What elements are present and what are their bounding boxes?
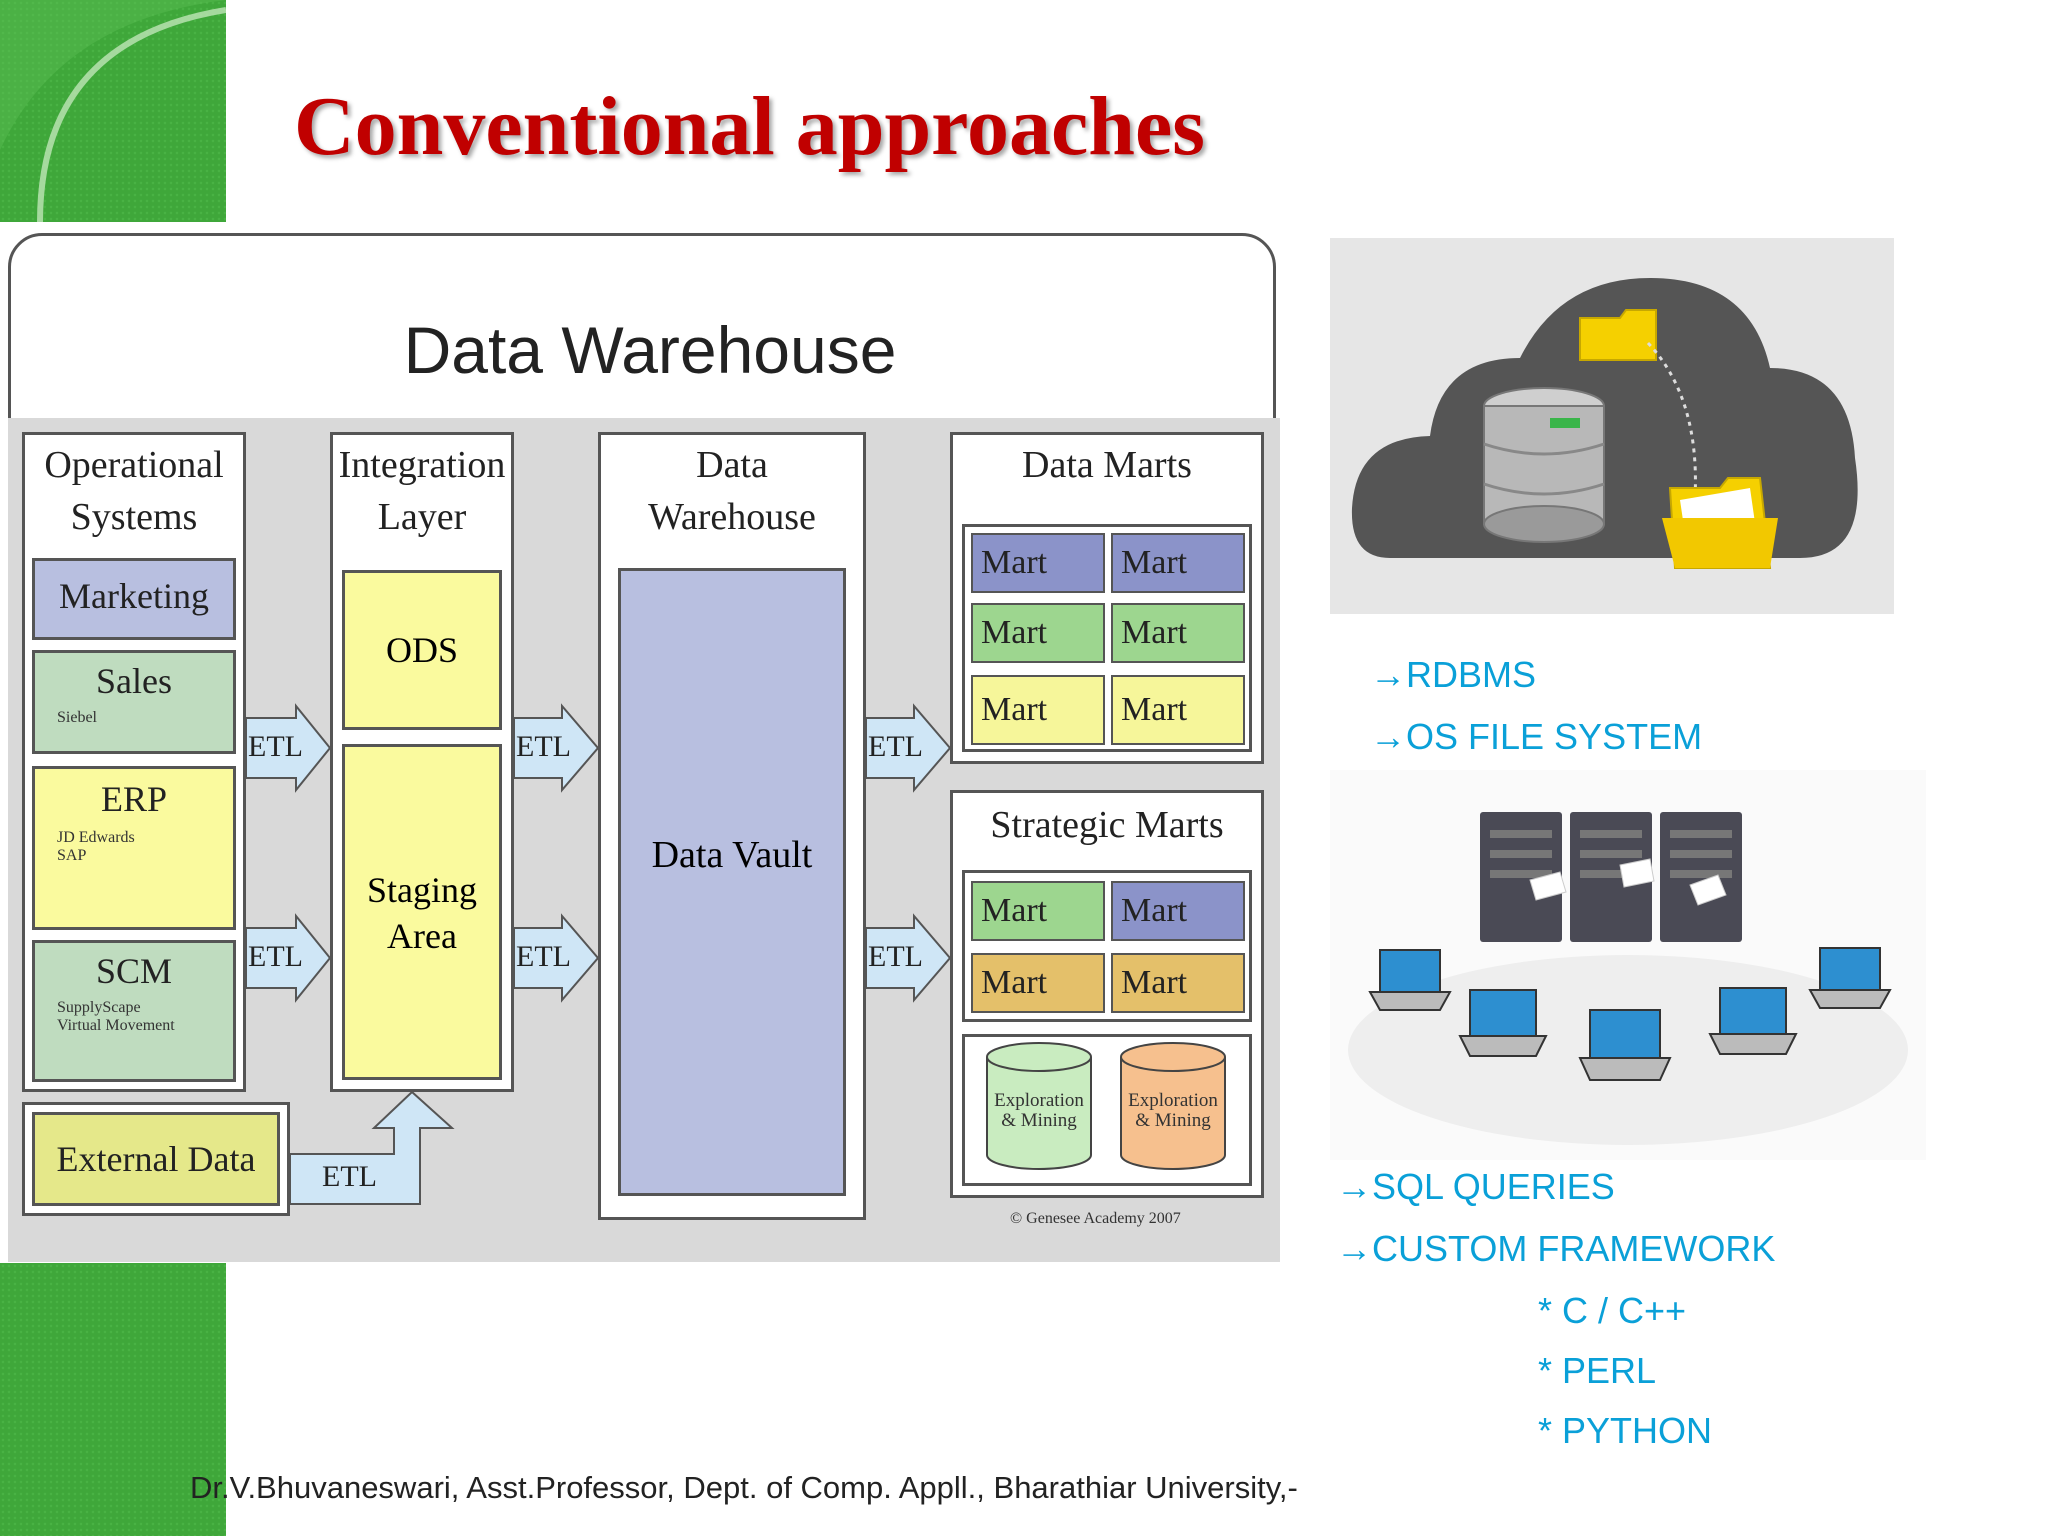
server-network-icon [1330, 770, 1926, 1160]
source-erp-label: ERP [100, 779, 168, 819]
exploration-mining-area: Exploration & Mining Exploration & Minin… [962, 1034, 1252, 1186]
mart-box: Mart [1111, 675, 1245, 745]
source-erp: ERP JD Edwards SAP [32, 766, 236, 930]
etl-arrow [865, 703, 952, 793]
etl-arrow [245, 703, 332, 793]
etl-arrow [513, 913, 600, 1003]
mart-box: Mart [971, 953, 1105, 1013]
staging-area-label: Staging Area [366, 870, 477, 956]
diagram-title: Data Warehouse [403, 313, 897, 387]
mart-box: Mart [971, 533, 1105, 593]
external-data: External Data [32, 1112, 280, 1206]
mart-box: Mart [971, 603, 1105, 663]
exploration-label-1: Exploration & Mining [994, 1090, 1084, 1131]
etl-label: ETL [248, 940, 303, 973]
mart-box: Mart [1111, 881, 1245, 941]
mart-box: Mart [1111, 603, 1245, 663]
etl-label: ETL [868, 730, 923, 763]
note-custom-framework: →CUSTOM FRAMEWORK [1336, 1228, 1776, 1269]
server-network-graphic [1348, 812, 1908, 1145]
etl-arrows [245, 703, 952, 1205]
integration-layer-title: Integration Layer [338, 444, 506, 538]
cloud-database-graphic [1351, 278, 1858, 569]
strategic-marts-title: Strategic Marts [990, 804, 1224, 846]
slide-title: Conventional approaches [294, 80, 1205, 173]
exploration-label-2: Exploration & Mining [1128, 1090, 1218, 1131]
etl-label: ETL [516, 940, 571, 973]
copyright-note: © Genesee Academy 2007 [1010, 1210, 1181, 1227]
slide-footer: Dr.V.Bhuvaneswari, Asst.Professor, Dept.… [190, 1470, 1298, 1505]
swoosh-decoration [0, 0, 226, 222]
arrow-right-icon: → [1370, 654, 1406, 695]
green-corner-top [0, 0, 226, 222]
note-lang-perl: * PERL [1538, 1350, 1657, 1391]
etl-label: ETL [248, 730, 303, 763]
source-marketing: Marketing [32, 558, 236, 640]
data-warehouse-column-title: Data Warehouse [648, 444, 816, 538]
operational-systems-title: Operational Systems [44, 444, 224, 538]
etl-arrow [513, 703, 600, 793]
etl-arrow [865, 913, 952, 1003]
source-scm: SCM SupplyScape Virtual Movement [32, 940, 236, 1082]
external-data-label: External Data [56, 1139, 256, 1179]
note-lang-c: * C / C++ [1538, 1290, 1687, 1331]
etl-label: ETL [322, 1160, 377, 1193]
source-marketing-label: Marketing [59, 576, 209, 616]
strategic-marts-grid: Mart Mart Mart Mart [962, 870, 1252, 1022]
note-sql-queries: →SQL QUERIES [1336, 1166, 1615, 1207]
arrow-right-icon: → [1370, 716, 1406, 757]
data-marts-title: Data Marts [1022, 444, 1192, 486]
etl-arrow-up [289, 1090, 455, 1205]
mart-box: Mart [971, 675, 1105, 745]
green-corner-bottom [0, 1263, 226, 1536]
data-marts-grid: Mart Mart Mart Mart Mart Mart [962, 524, 1252, 752]
exploration-cylinder-green [986, 1042, 1092, 1170]
source-scm-sub: SupplyScape Virtual Movement [57, 999, 175, 1034]
arrow-right-icon: → [1336, 1228, 1372, 1269]
source-erp-sub: JD Edwards SAP [57, 829, 135, 864]
ods-label: ODS [385, 630, 459, 670]
arrow-right-icon: → [1336, 1166, 1372, 1207]
staging-area-box: Staging Area [342, 744, 502, 1080]
etl-arrow [245, 913, 332, 1003]
mart-box: Mart [971, 881, 1105, 941]
source-sales-sub: Siebel [57, 709, 97, 726]
source-sales: Sales Siebel [32, 650, 236, 754]
etl-label: ETL [868, 940, 923, 973]
data-vault-box: Data Vault [618, 568, 846, 1196]
exploration-cylinders [986, 1042, 1226, 1170]
note-rdbms: →RDBMS [1370, 654, 1537, 695]
data-vault-label: Data Vault [651, 834, 813, 876]
mart-box: Mart [1111, 533, 1245, 593]
exploration-cylinder-orange [1120, 1042, 1226, 1170]
etl-label: ETL [516, 730, 571, 763]
note-os-file-system: →OS FILE SYSTEM [1370, 716, 1703, 757]
source-sales-label: Sales [96, 661, 172, 701]
ods-box: ODS [342, 570, 502, 730]
mart-box: Mart [1111, 953, 1245, 1013]
note-lang-python: * PYTHON [1538, 1410, 1713, 1451]
cloud-database-icon [1330, 238, 1894, 614]
source-scm-label: SCM [95, 951, 173, 991]
